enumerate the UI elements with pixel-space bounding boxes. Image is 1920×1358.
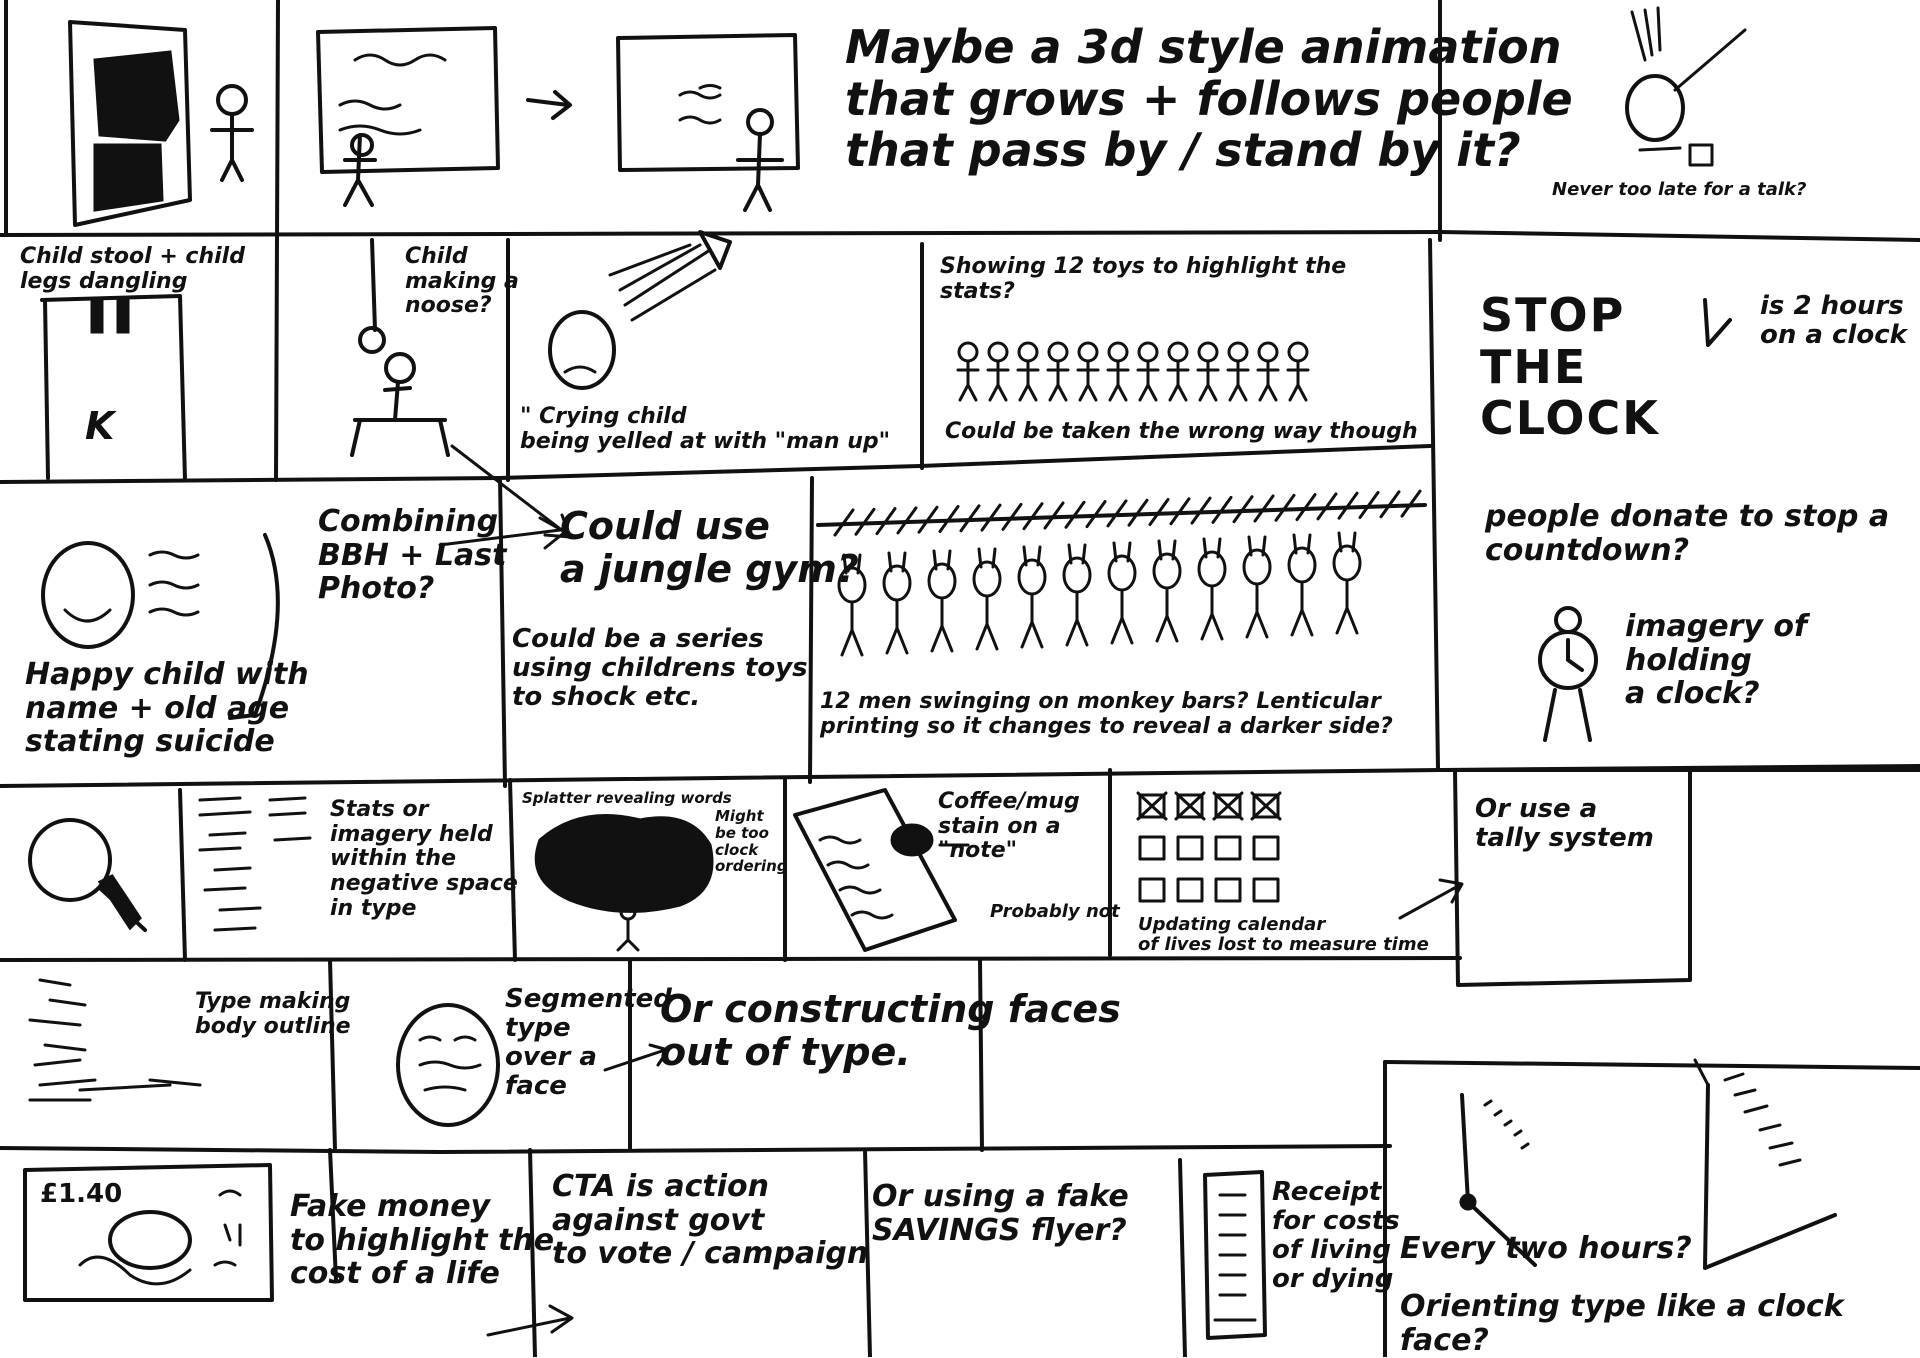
splatter-note: Splatter revealing words — [522, 789, 732, 807]
negative-space-lines — [198, 796, 312, 932]
hanging-man — [1242, 535, 1272, 639]
two-hours-note: is 2 hours on a clock — [1760, 291, 1907, 351]
toy-figure — [1136, 341, 1160, 402]
toy-figure — [986, 341, 1010, 402]
late-note: Never too late for a talk? — [1552, 179, 1807, 200]
hanging-man — [1287, 533, 1317, 637]
toy-figure — [1046, 341, 1070, 402]
hanging-man — [1197, 537, 1227, 641]
holding-clock-sketch — [1538, 606, 1598, 742]
door-sketch — [68, 20, 254, 227]
tally-arrow — [1398, 878, 1464, 920]
toy-figure — [956, 341, 980, 402]
probably-not-note: Probably not — [990, 901, 1120, 922]
screen-sketches — [316, 26, 800, 212]
price-label: £1.40 — [40, 1179, 123, 1209]
hanging-man — [1107, 541, 1137, 645]
jungle-arrow — [450, 444, 572, 539]
stool-letter: K — [85, 404, 115, 448]
savings-note: Or using a fake SAVINGS flyer? — [872, 1179, 1129, 1248]
coffee-note-sketch — [793, 788, 970, 952]
animation-note: Maybe a 3d style animation that grows + … — [845, 20, 1573, 178]
clock-ordering-note: Might be too clock ordering — [715, 807, 788, 876]
toys-row — [956, 341, 1310, 402]
crying-note: " Crying child being yelled at with "man… — [520, 404, 891, 454]
receipt-sketch — [1203, 1170, 1267, 1340]
toy-figure — [1226, 341, 1250, 402]
receipt-note: Receipt for costs of living or dying — [1272, 1177, 1400, 1295]
hanging-man — [927, 549, 957, 653]
series-note: Could be a series using childrens toys t… — [512, 624, 808, 713]
hanging-man — [1332, 531, 1362, 635]
type-body-sketch — [28, 978, 202, 1102]
toy-figure — [1106, 341, 1130, 402]
stool-note: Child stool + child legs dangling — [20, 244, 245, 294]
cta-note: CTA is action against govt to vote / cam… — [552, 1169, 869, 1272]
fake-money-note: Fake money to highlight the cost of a li… — [290, 1189, 555, 1292]
calendar-sketch — [1136, 791, 1282, 903]
stool-sketch — [40, 294, 187, 482]
toy-figure — [1016, 341, 1040, 402]
toy-figure — [1286, 341, 1310, 402]
hanging-man — [1152, 539, 1182, 643]
jungle-gym-note: Could use a jungle gym? — [560, 504, 859, 591]
hanging-man — [882, 551, 912, 655]
splatter-sketch — [534, 814, 714, 952]
toy-figure — [1166, 341, 1190, 402]
money-sketch — [78, 1189, 242, 1286]
toys-note: Showing 12 toys to highlight the stats? — [940, 254, 1347, 304]
coffee-note: Coffee/mug stain on a "note" — [938, 789, 1080, 864]
faces-note: Or constructing faces out of type. — [660, 987, 1121, 1074]
donate-note: people donate to stop a countdown? — [1485, 499, 1890, 568]
every-two-hours-note: Every two hours? — [1400, 1231, 1692, 1266]
tally-note: Or use a tally system — [1475, 794, 1654, 854]
type-body-note: Type making body outline — [195, 989, 351, 1039]
hanging-man — [1062, 543, 1092, 647]
crying-sketch — [548, 230, 732, 390]
stop-the-clock-title: STOP THE CLOCK — [1480, 288, 1660, 446]
magnifier-sketch — [28, 818, 147, 932]
toy-figure — [1076, 341, 1100, 402]
clock-hand-sketch — [1703, 298, 1732, 347]
noose-note: Child making a noose? — [405, 244, 519, 319]
toys-caveat: Could be taken the wrong way though — [945, 419, 1418, 444]
monkey-bars-note: 12 men swinging on monkey bars? Lenticul… — [820, 689, 1393, 739]
combining-note: Combining BBH + Last Photo? — [318, 504, 507, 607]
noose-sketch — [350, 238, 450, 457]
happy-child-note: Happy child with name + old age stating … — [25, 657, 309, 760]
hanging-man — [972, 547, 1002, 651]
holding-clock-note: imagery of holding a clock? — [1625, 609, 1808, 712]
late-sketch — [1625, 6, 1747, 167]
orienting-note: Orienting type like a clock face? — [1400, 1289, 1844, 1358]
cta-arrow — [486, 1304, 574, 1337]
hanging-man — [1017, 545, 1047, 649]
monkey-bars-sketch — [816, 489, 1427, 657]
hanging-man — [837, 553, 867, 657]
toy-figure — [1196, 341, 1220, 402]
toy-figure — [1256, 341, 1280, 402]
clock-face-sketches — [1459, 1058, 1837, 1270]
segmented-note: Segmented type over a face — [505, 984, 672, 1102]
calendar-note: Updating calendar of lives lost to measu… — [1138, 914, 1429, 956]
segmented-face-sketch — [396, 1003, 670, 1127]
negative-space-note: Stats or imagery held within the negativ… — [330, 797, 518, 921]
